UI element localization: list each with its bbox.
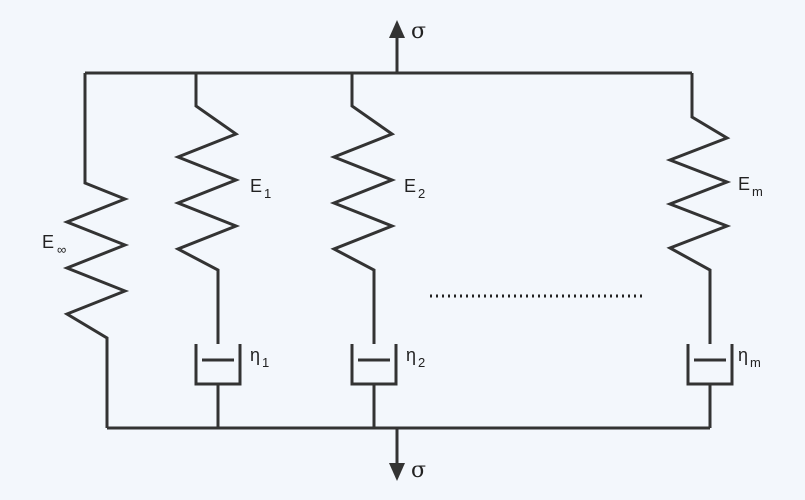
maxwell-branch-1 xyxy=(173,73,242,428)
damper-m xyxy=(686,344,734,428)
spring-e-inf xyxy=(62,73,130,428)
damper-1 xyxy=(194,344,242,428)
stress-label-top: σ xyxy=(411,19,426,44)
stress-arrow-top xyxy=(389,20,405,73)
damper-2 xyxy=(350,344,398,428)
maxwell-branch-2 xyxy=(329,73,398,428)
spring-e-inf-label: E∞ xyxy=(42,232,66,257)
stress-arrow-bottom xyxy=(389,428,405,481)
stress-label-bottom: σ xyxy=(411,458,426,483)
maxwell-branch-m xyxy=(665,73,734,428)
